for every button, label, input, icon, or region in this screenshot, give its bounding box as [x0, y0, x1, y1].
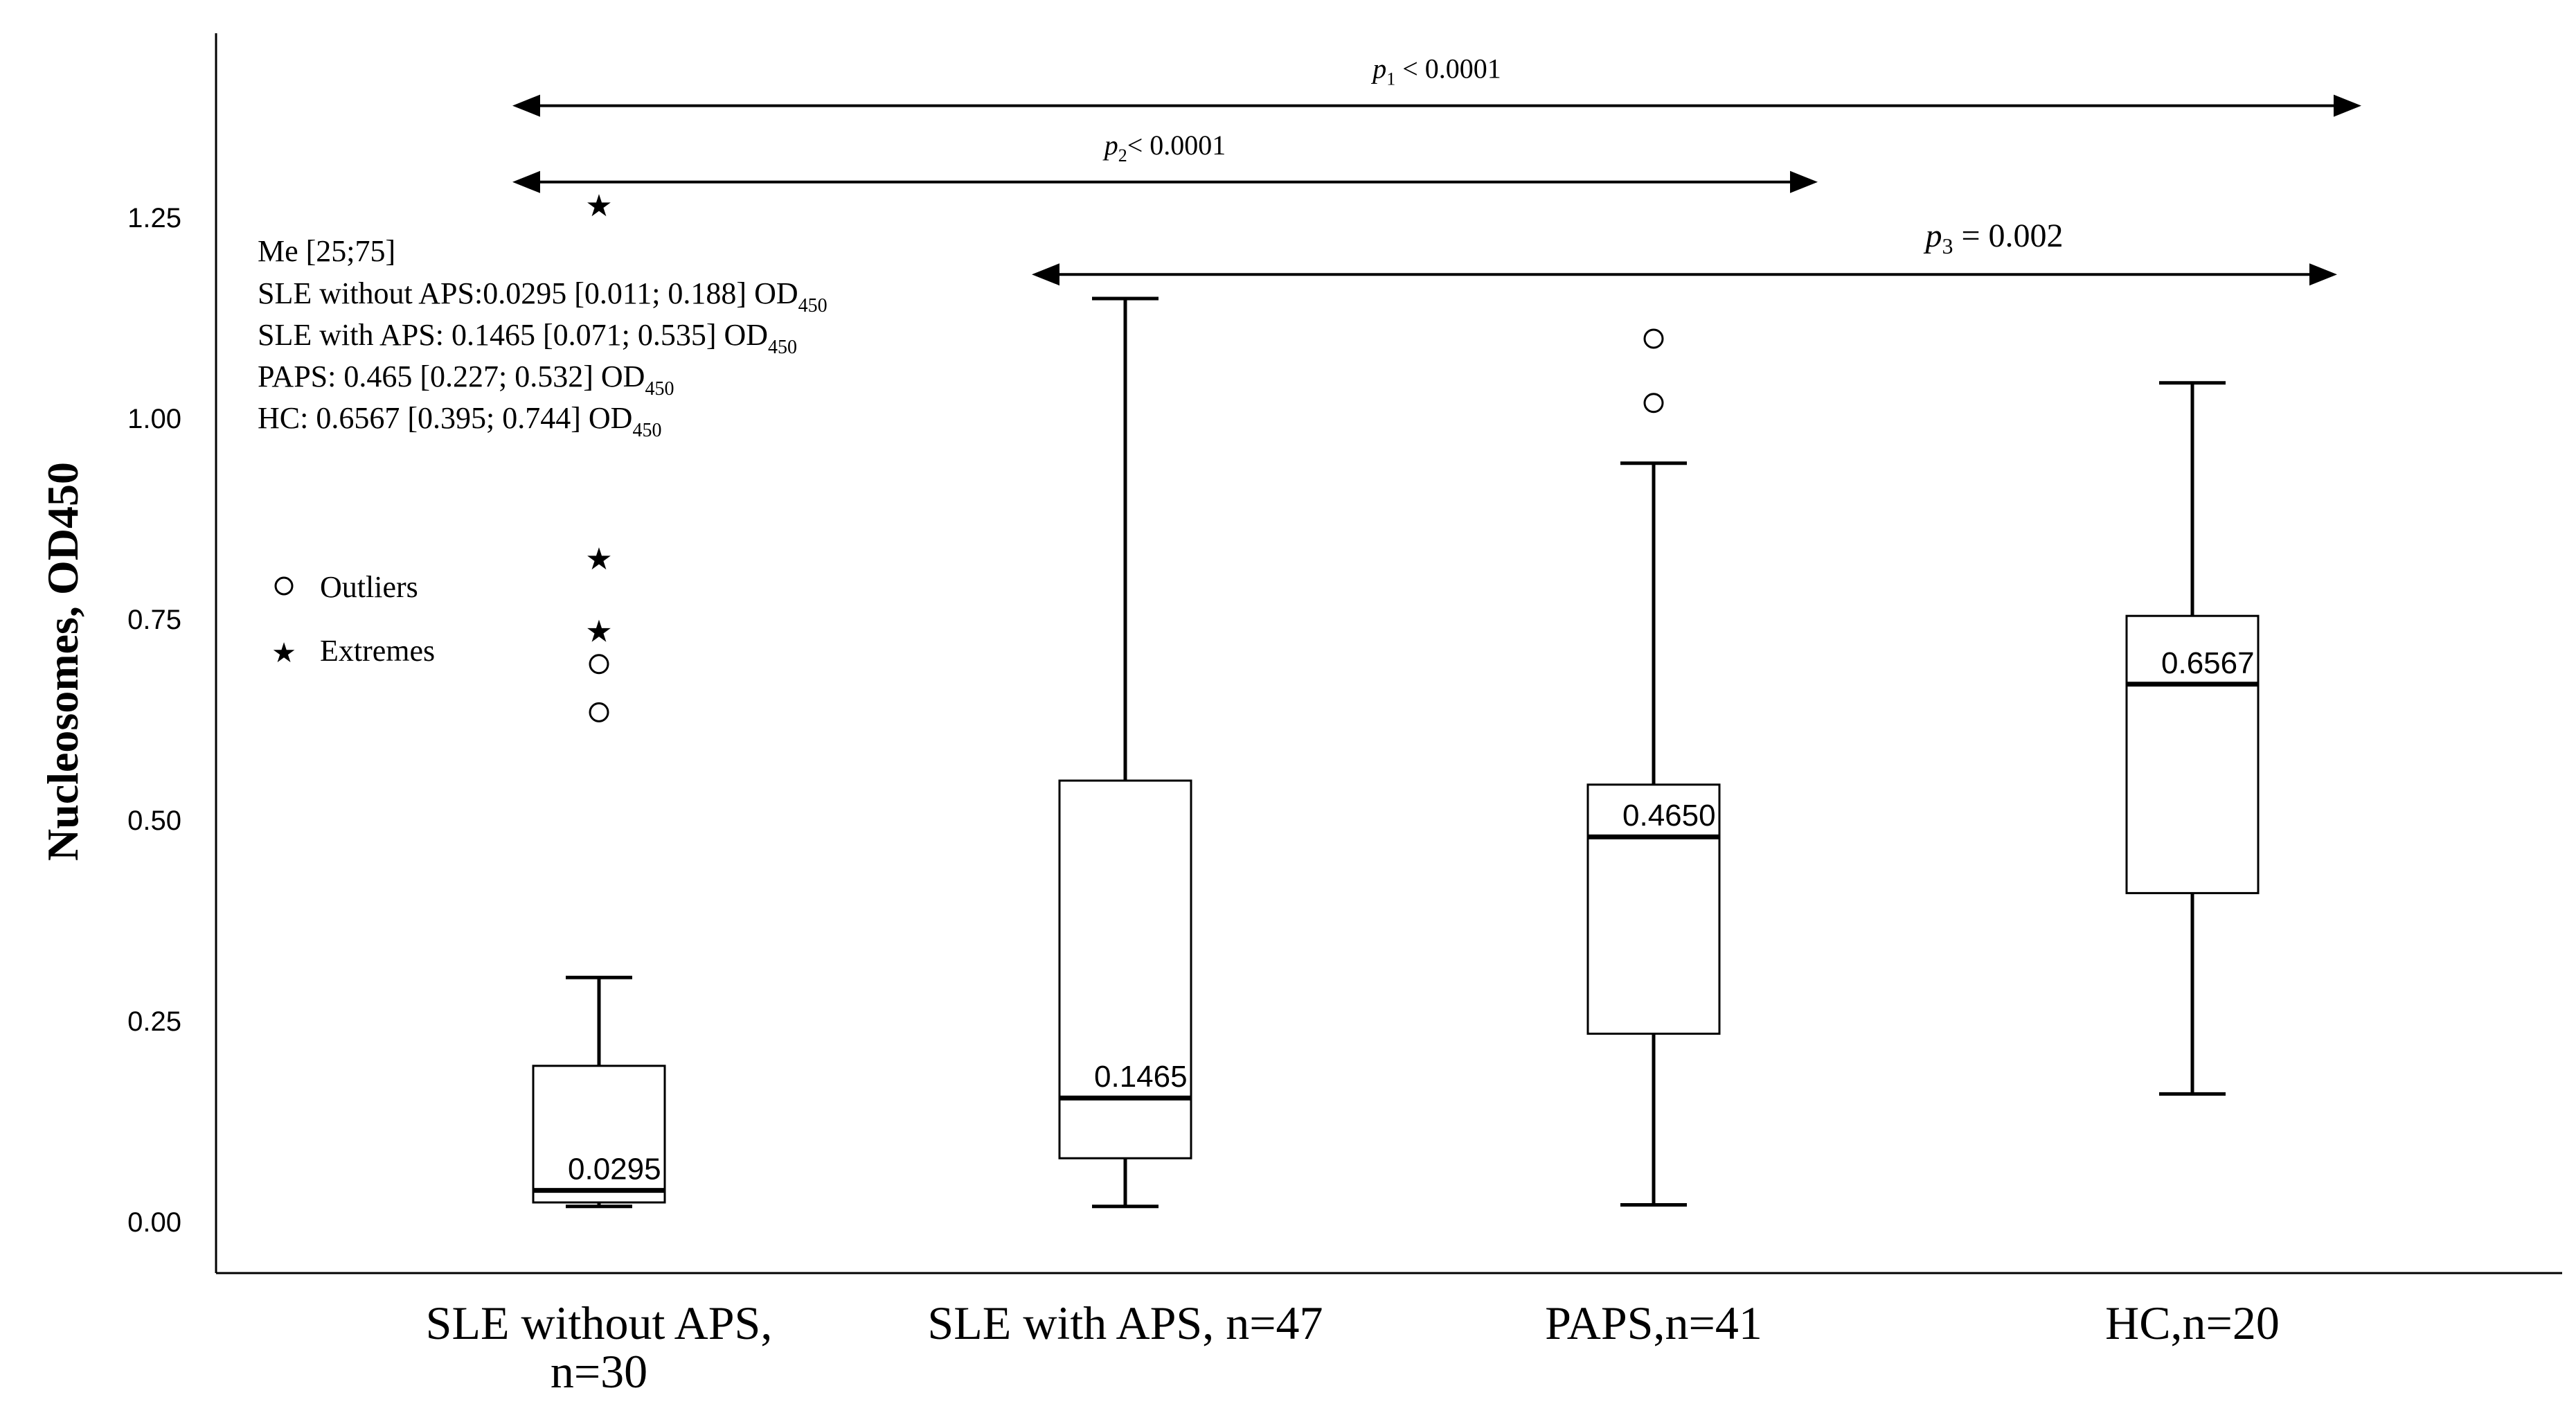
iqr-box	[1586, 783, 1721, 1035]
p-subscript: 1	[1386, 69, 1395, 89]
stats-line: SLE without APS:0.0295 [0.011; 0.188] OD…	[258, 276, 828, 317]
y-tick-label: 0.25	[127, 1006, 181, 1037]
x-category-label: PAPS,n=41	[1545, 1297, 1762, 1349]
arrowhead-right	[2309, 263, 2337, 286]
extreme-point: ★	[585, 189, 612, 223]
stats-line: PAPS: 0.465 [0.227; 0.532] OD450	[258, 359, 674, 400]
stats-line-text: PAPS: 0.465 [0.227; 0.532] OD	[258, 359, 645, 393]
p-subscript: 2	[1118, 145, 1127, 166]
p-value-text: < 0.0001	[1395, 53, 1501, 85]
arrowhead-right	[2334, 94, 2361, 117]
iqr-box	[2125, 614, 2260, 894]
arrowhead-right	[1790, 170, 1818, 193]
p-symbol: p	[1102, 130, 1118, 161]
stats-line-subscript: 450	[798, 295, 828, 317]
p-value-text: = 0.002	[1953, 217, 2063, 254]
legend-star-icon: ★	[271, 638, 296, 668]
y-tick-label: 0.75	[127, 605, 181, 635]
outlier-point	[589, 654, 609, 675]
y-tick-label: 0.00	[127, 1207, 181, 1238]
p-symbol: p	[1370, 53, 1386, 85]
x-category-label: SLE without APS,	[426, 1297, 773, 1349]
stats-line-subscript: 450	[645, 378, 674, 400]
outlier-point	[589, 702, 609, 722]
stats-line-text: HC: 0.6567 [0.395; 0.744] OD	[258, 401, 632, 435]
extreme-point: ★	[585, 542, 612, 576]
y-tick-label: 1.00	[127, 404, 181, 434]
outlier-point	[1643, 393, 1664, 414]
p-symbol: p	[1923, 217, 1942, 254]
p-value-label: p2< 0.0001	[1102, 130, 1226, 166]
stats-line-subscript: 450	[768, 337, 797, 358]
legend-circle-icon	[274, 576, 294, 596]
comparison-2: p3 = 0.002	[1032, 217, 2337, 286]
extreme-point: ★	[585, 615, 612, 649]
median-label: 0.6567	[2161, 646, 2255, 680]
stats-line-text: SLE without APS:0.0295 [0.011; 0.188] OD	[258, 276, 798, 310]
arrowhead-left	[512, 170, 540, 193]
outlier-point	[1643, 328, 1664, 349]
iqr-box	[1058, 779, 1192, 1159]
box-group-0: 0.0295 ★ ★ ★ SLE without APS,n=30	[426, 189, 773, 1398]
p-value-label: p3 = 0.002	[1923, 217, 2063, 258]
comparison-1: p2< 0.0001	[512, 130, 1818, 193]
x-category-label: HC,n=20	[2105, 1297, 2280, 1349]
legend-label: Extremes	[320, 634, 435, 668]
x-category-label: SLE with APS, n=47	[927, 1297, 1323, 1349]
stats-line-subscript: 450	[632, 420, 661, 441]
y-tick-label: 1.25	[127, 203, 181, 233]
iqr-box	[532, 1065, 666, 1204]
legend: Outliers ★ Extremes	[271, 570, 435, 668]
arrowhead-left	[512, 94, 540, 117]
p-value-label: p1 < 0.0001	[1370, 53, 1501, 89]
stats-line-text: SLE with APS: 0.1465 [0.071; 0.535] OD	[258, 318, 768, 352]
stats-line: SLE with APS: 0.1465 [0.071; 0.535] OD45…	[258, 318, 797, 358]
stats-box: Me [25;75] SLE without APS:0.0295 [0.011;…	[258, 234, 828, 441]
median-label: 0.0295	[568, 1153, 661, 1187]
arrowhead-left	[1032, 263, 1059, 286]
median-label: 0.4650	[1622, 799, 1716, 833]
y-tick-label: 0.50	[127, 806, 181, 836]
comparison-0: p1 < 0.0001	[512, 53, 2361, 117]
stats-line: HC: 0.6567 [0.395; 0.744] OD450	[258, 401, 661, 441]
p-value-text: < 0.0001	[1127, 130, 1226, 161]
legend-label: Outliers	[320, 570, 418, 604]
x-category-label: n=30	[551, 1345, 647, 1398]
stats-header: Me [25;75]	[258, 234, 395, 268]
p-subscript: 3	[1942, 233, 1953, 258]
median-label: 0.1465	[1094, 1060, 1188, 1094]
y-axis-label: Nucleosomes, OD450	[38, 462, 87, 861]
